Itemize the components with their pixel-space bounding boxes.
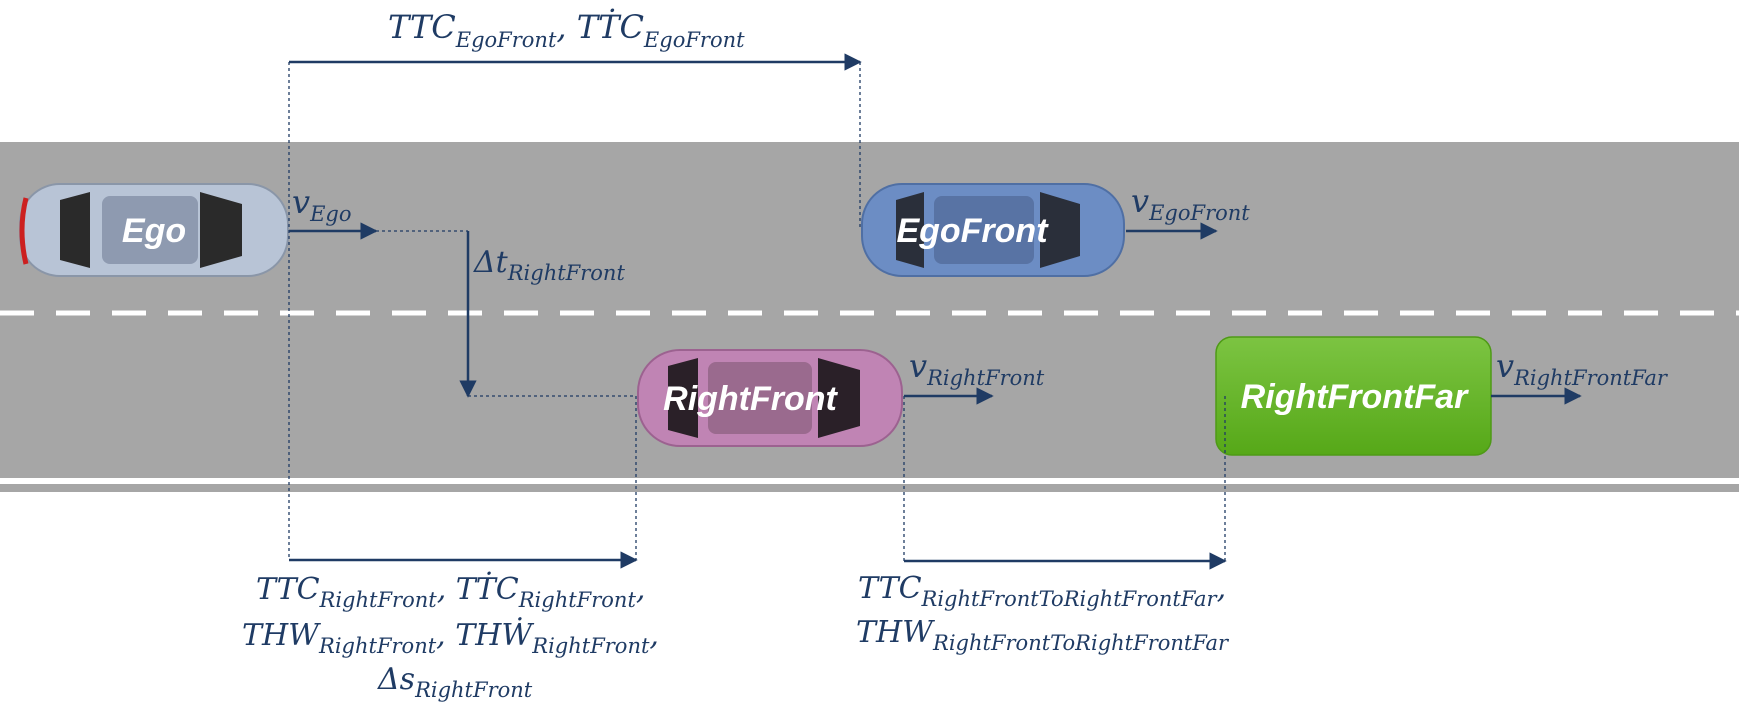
- right-front-car-label: RightFront: [663, 380, 838, 418]
- guide-lines: [288, 62, 1226, 561]
- ego-car-roof: [102, 196, 198, 264]
- label-thw-right-front: THWRightFront, THẆRightFront,: [242, 617, 659, 658]
- label-ttc-ego-front: TTCEgoFront, TṪCEgoFront: [388, 8, 745, 52]
- right-front-far-vehicle: RightFrontFar: [1215, 336, 1492, 456]
- label-velocity-ego-front: vEgoFront: [1131, 182, 1250, 225]
- right-front-car-rear-window: [668, 358, 698, 438]
- ego-car-label: Ego: [122, 212, 186, 250]
- ego-car-windshield: [200, 192, 242, 268]
- ego-car: Ego: [19, 183, 289, 277]
- label-velocity-ego: vEgo: [292, 183, 352, 226]
- arrows: [289, 53, 1582, 570]
- label-velocity-right-front: vRightFront: [909, 347, 1045, 390]
- ego-front-car: EgoFront: [861, 183, 1125, 277]
- right-front-car: RightFront: [637, 349, 903, 447]
- label-ttc-right-front-to-far: TTCRightFrontToRightFrontFar,: [858, 571, 1226, 611]
- right-front-car-roof: [708, 362, 812, 434]
- label-thw-right-front-to-far: THWRightFrontToRightFrontFar: [856, 615, 1230, 655]
- label-dt-right-front: ΔtRightFront: [473, 245, 625, 285]
- ego-front-car-windshield: [1040, 192, 1080, 268]
- ego-front-car-label: EgoFront: [896, 212, 1049, 250]
- right-front-car-windshield: [818, 358, 860, 438]
- ego-car-rear-window: [60, 192, 90, 268]
- ego-car-taillight: [19, 197, 29, 265]
- road-bottom-edge-line: [0, 478, 1739, 484]
- label-ds-right-front: ΔsRightFront: [377, 662, 533, 702]
- right-front-far-label: RightFrontFar: [1241, 378, 1469, 416]
- ego-front-car-rear-window: [896, 192, 924, 268]
- road-top-edge-line: [0, 136, 1739, 142]
- label-ttc-right-front: TTCRightFront, TṪCRightFront,: [256, 571, 645, 612]
- ego-front-car-roof: [934, 196, 1034, 264]
- label-velocity-right-front-far: vRightFrontFar: [1496, 347, 1669, 390]
